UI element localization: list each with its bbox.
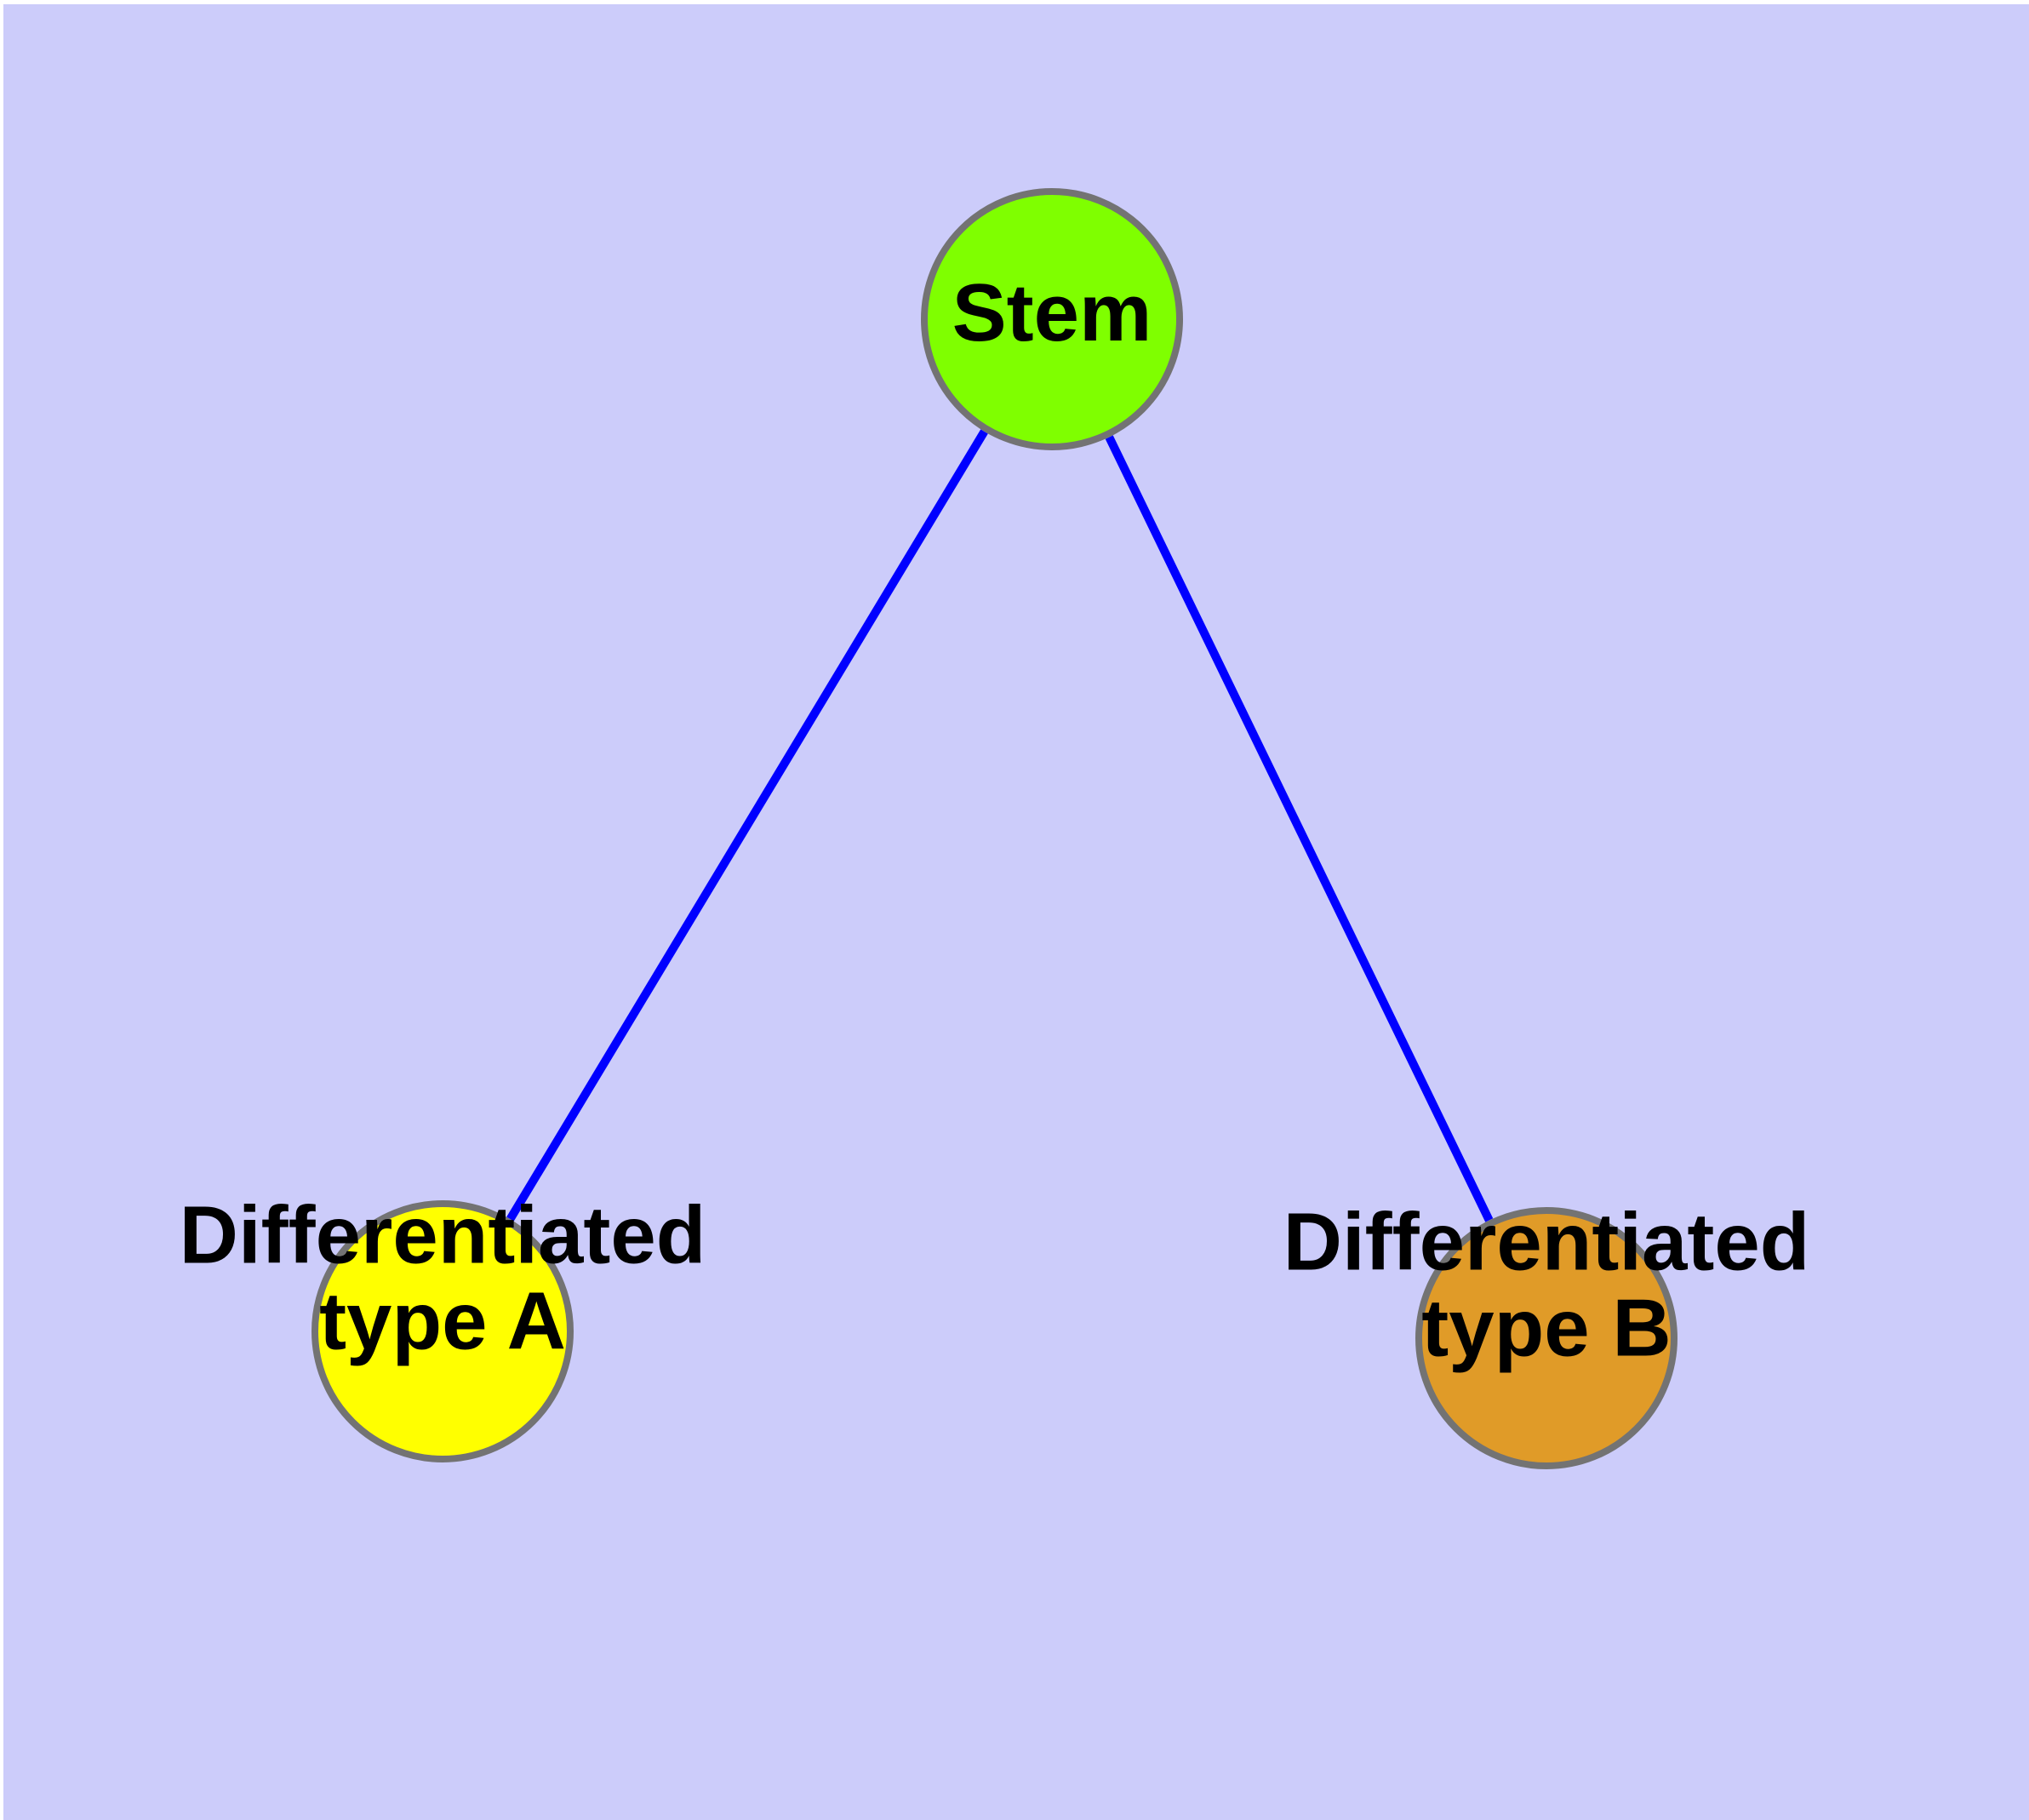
edges-layer — [506, 429, 1494, 1222]
nodes-layer — [311, 188, 1677, 1469]
graph-edge[interactable] — [506, 429, 988, 1222]
node-label-line: Differentiated — [1283, 1197, 1810, 1288]
node-label-line: type B — [1421, 1283, 1671, 1374]
graph-edge[interactable] — [1105, 435, 1494, 1222]
graph-node-diff_b[interactable] — [1415, 1207, 1677, 1469]
graph-node-stem[interactable] — [921, 188, 1183, 450]
node-label-stem: Stem — [952, 267, 1152, 358]
node-label-line: type A — [319, 1276, 566, 1367]
node-label-line: Stem — [952, 267, 1152, 358]
node-label-line: Differentiated — [180, 1190, 706, 1281]
graph-node-diff_a[interactable] — [311, 1200, 574, 1462]
